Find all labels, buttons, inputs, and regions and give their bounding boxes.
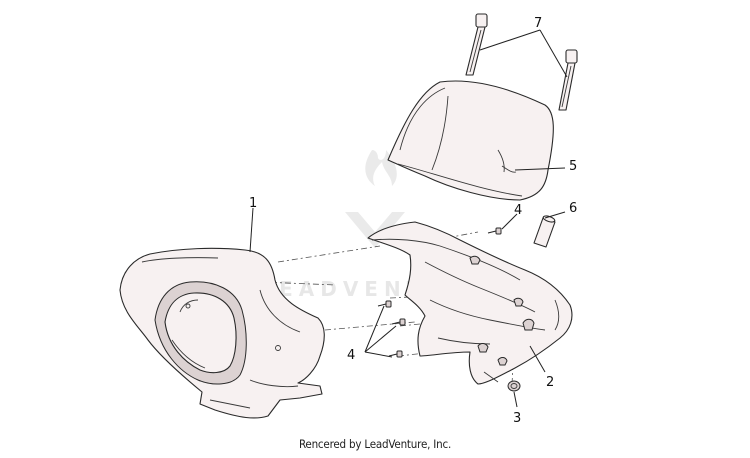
callout-4-top: 4 [514, 203, 522, 218]
bolt-left [465, 13, 488, 76]
front-shield [119, 247, 325, 419]
rear-cover [367, 221, 573, 385]
screw [377, 300, 392, 308]
callout-3: 3 [513, 411, 521, 426]
grommet [507, 380, 521, 392]
windscreen [387, 80, 554, 201]
footer-credit: Rencered by LeadVenture, Inc. [298, 437, 452, 451]
screw [388, 350, 403, 358]
callout-labels: 1 2 3 4 4 5 6 7 [249, 16, 577, 426]
screw [487, 227, 502, 235]
callout-leaders [249, 29, 568, 408]
callout-1: 1 [249, 196, 257, 211]
screw [391, 318, 406, 326]
callout-5: 5 [569, 159, 577, 174]
bolt-right [558, 49, 578, 111]
callout-7: 7 [534, 16, 542, 31]
screws [377, 227, 502, 358]
callout-2: 2 [546, 375, 554, 390]
tube [533, 215, 556, 248]
callout-4-left: 4 [347, 348, 355, 363]
callout-6: 6 [569, 201, 577, 216]
